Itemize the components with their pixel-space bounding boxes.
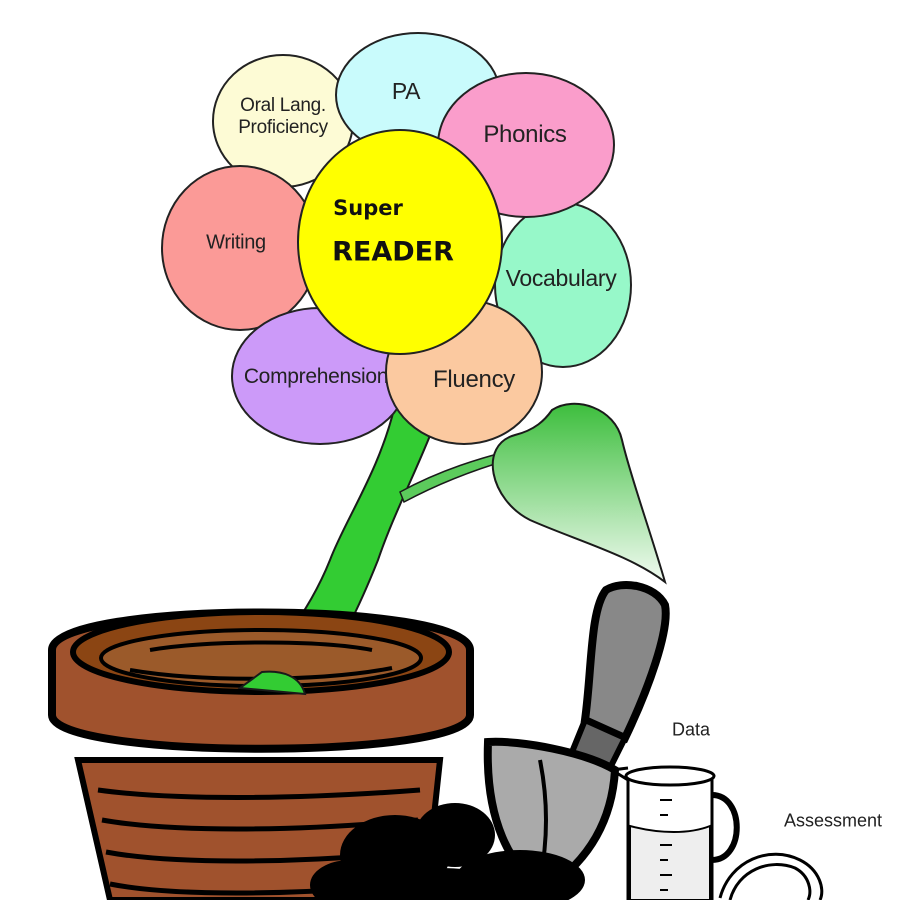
petal-label-phonics: Phonics (483, 121, 567, 149)
measuring-cup (607, 765, 740, 902)
dirt-pile (310, 803, 585, 905)
petal-label-writing: Writing (206, 231, 266, 254)
center-label-reader: READER (332, 236, 454, 268)
data-label: Data (671, 719, 711, 740)
center-label-super: Super (333, 195, 403, 220)
petal-label-comprehension: Comprehension (243, 364, 389, 388)
oral-language-line-2: Proficiency (238, 117, 328, 138)
petal-label-pa: PA (391, 77, 421, 104)
petal-label-fluency: Fluency (433, 366, 515, 394)
leaf (491, 402, 667, 585)
hose (718, 852, 824, 901)
flower-center (297, 129, 503, 355)
flower-pot (48, 608, 474, 903)
assessment-label: Assessment (783, 810, 883, 831)
petal-label-oral-language: Oral Lang. Proficiency (238, 95, 328, 139)
oral-language-line-1: Oral Lang. (240, 95, 326, 117)
petal-label-vocabulary: Vocabulary (505, 264, 617, 291)
